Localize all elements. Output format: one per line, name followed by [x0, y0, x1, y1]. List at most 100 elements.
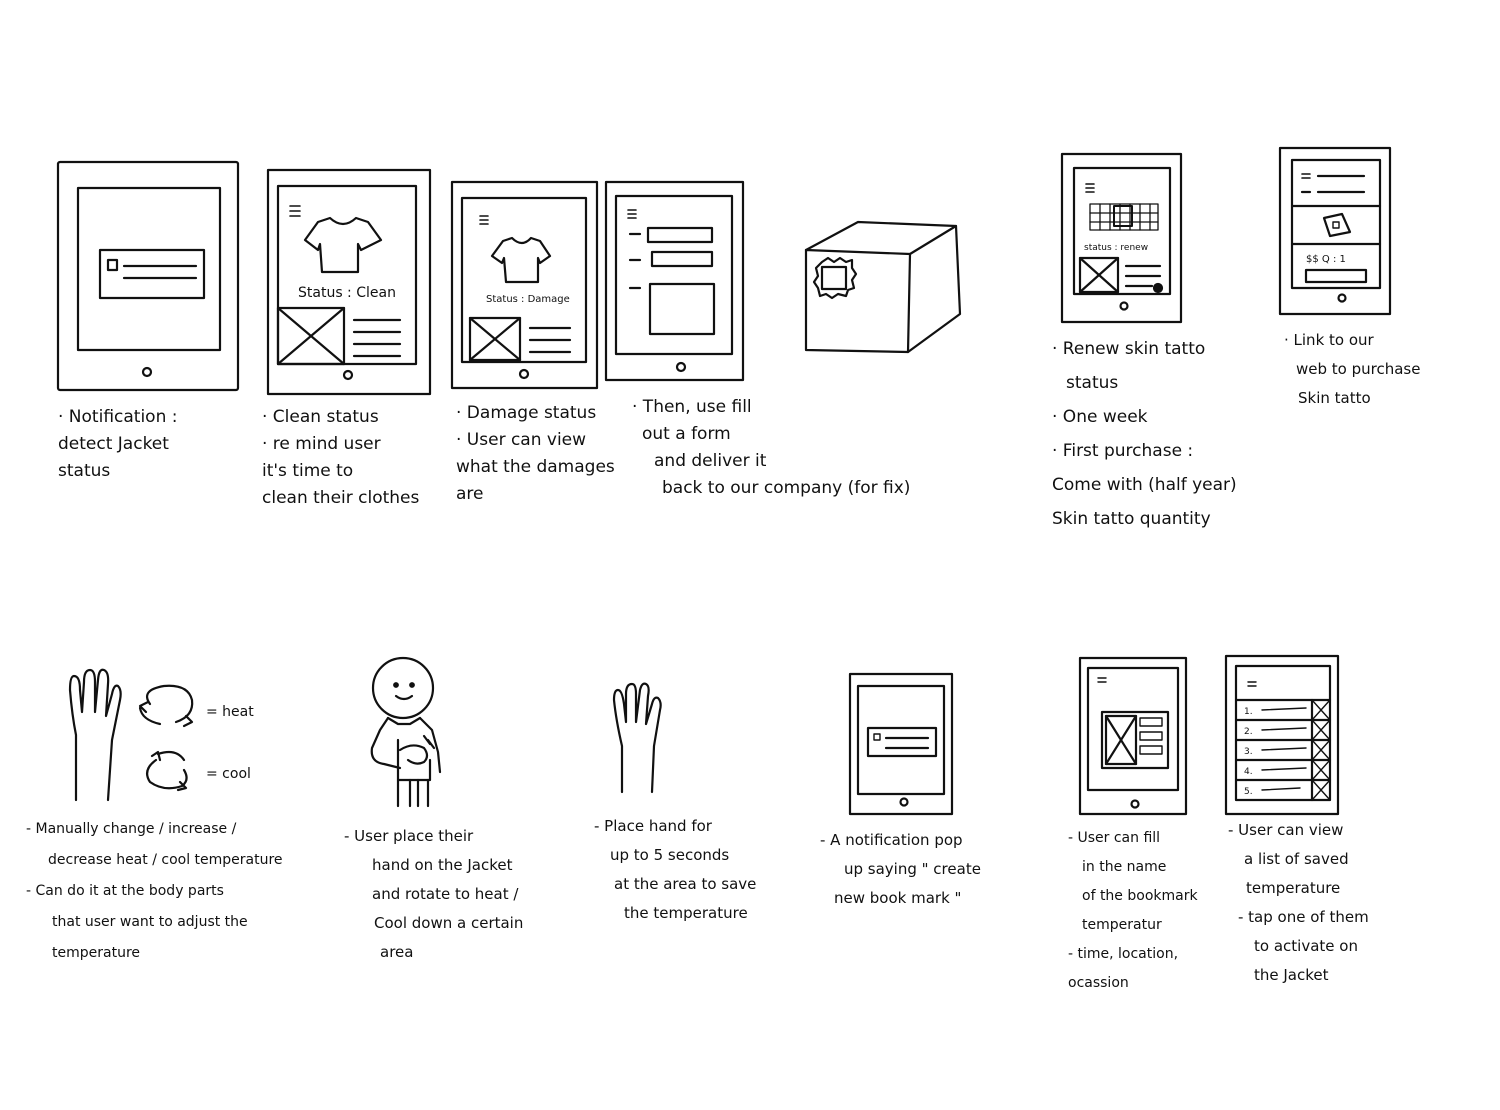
phone-frame — [848, 672, 954, 816]
phone-damage-status: Status : Damage — [450, 180, 599, 390]
tattoo-sticker-icon — [1322, 212, 1352, 238]
home-button-icon — [1130, 799, 1140, 809]
note-line: new book mark " — [834, 889, 962, 907]
notification-card — [866, 726, 938, 758]
note-line: the Jacket — [1254, 966, 1329, 984]
phone-clean-status: Status : Clean — [266, 168, 432, 396]
note-line: - tap one of them — [1238, 908, 1369, 926]
person-jacket-icon — [370, 716, 442, 774]
rotate-counterclockwise-icon — [145, 758, 188, 790]
phone-screen — [1086, 666, 1180, 792]
note-damage-status: · Damage status · User can view what the… — [456, 400, 615, 508]
phone-screen — [1234, 664, 1332, 802]
note-line: out a form — [642, 424, 731, 444]
note-line: · re mind user — [262, 434, 381, 454]
phone-screen — [856, 684, 946, 796]
note-line: Skin tatto — [1298, 389, 1371, 407]
phone-notification — [56, 160, 240, 392]
note-line: - User place their — [344, 827, 474, 845]
note-line: what the damages — [456, 457, 615, 477]
note-line: · Then, use fill — [632, 397, 752, 417]
note-line: of the bookmark — [1082, 888, 1198, 904]
image-placeholder — [468, 316, 522, 362]
menu-icon — [1301, 173, 1311, 179]
phone-screen — [1290, 158, 1382, 290]
phone-bookmark-form — [1078, 656, 1188, 816]
list-number: 1. — [1244, 707, 1253, 717]
note-line: · Clean status — [262, 407, 379, 427]
list-number: 5. — [1244, 787, 1253, 797]
phone-frame — [604, 180, 745, 382]
note-line: a list of saved — [1244, 850, 1349, 868]
status-clean-label: Status : Clean — [298, 285, 396, 301]
note-renew-tattoo: · Renew skin tatto status · One week · F… — [1052, 332, 1237, 536]
menu-icon — [1085, 183, 1095, 193]
phone-frame — [1278, 146, 1392, 316]
form-textarea — [648, 282, 716, 336]
note-line: Come with (half year) — [1052, 475, 1237, 495]
cool-label: = cool — [206, 766, 251, 782]
note-line: it's time to — [262, 461, 354, 481]
phone-frame — [266, 168, 432, 396]
note-line: status — [58, 461, 111, 481]
note-line: · Damage status — [456, 403, 597, 423]
list-number: 2. — [1244, 727, 1253, 737]
delivery-box — [804, 220, 962, 354]
menu-icon — [627, 209, 637, 219]
bookmark-card — [1100, 710, 1170, 770]
list-number: 4. — [1244, 767, 1253, 777]
note-purchase-tattoo: · Link to our web to purchase Skin tatto — [1284, 326, 1420, 413]
phone-screen — [1072, 166, 1172, 296]
phone-repair-form — [604, 180, 745, 382]
phone-renew-tattoo: status : renew — [1060, 152, 1183, 324]
note-line: decrease heat / cool temperature — [48, 852, 283, 868]
home-button-icon — [342, 369, 354, 381]
phone-frame — [1078, 656, 1188, 816]
note-bookmark-form: - User can fill in the name of the bookm… — [1068, 824, 1198, 998]
phone-frame — [56, 160, 240, 392]
note-line: - Place hand for — [594, 817, 712, 835]
notification-icon — [873, 733, 881, 741]
price-quantity-label: $$ Q : 1 — [1306, 254, 1346, 265]
purchase-button — [1304, 268, 1368, 284]
note-line: - User can fill — [1068, 830, 1161, 846]
note-line: detect Jacket — [58, 434, 169, 454]
phone-saved-list: 1. 2. 3. 4. 5. — [1224, 654, 1340, 816]
home-button-icon — [1337, 293, 1347, 303]
form-field — [646, 226, 714, 244]
phone-screen — [276, 184, 418, 366]
note-line: back to our company (for fix) — [662, 478, 911, 498]
note-line: - User can view — [1228, 821, 1344, 839]
note-saved-list: - User can view a list of saved temperat… — [1228, 816, 1369, 990]
note-line: the temperature — [624, 904, 748, 922]
image-placeholder — [1078, 256, 1120, 294]
note-line: are — [456, 484, 484, 504]
stamp-icon — [812, 256, 858, 300]
note-line: ocassion — [1068, 975, 1129, 991]
note-line: in the name — [1082, 859, 1167, 875]
phone-bookmark-notification — [848, 672, 954, 816]
menu-icon — [289, 205, 301, 217]
menu-icon — [1247, 681, 1257, 687]
phone-purchase-tattoo: $$ Q : 1 — [1278, 146, 1392, 316]
phone-frame — [1224, 654, 1340, 816]
image-placeholder — [276, 306, 346, 366]
note-line: web to purchase — [1296, 360, 1421, 378]
rotating-hand-icon — [398, 744, 429, 765]
notification-icon — [106, 258, 119, 272]
note-line: at the area to save — [614, 875, 757, 893]
note-line: status — [1066, 373, 1119, 393]
note-line: - time, location, — [1068, 946, 1179, 962]
note-line: area — [380, 943, 414, 961]
note-line: - Can do it at the body parts — [26, 883, 224, 899]
home-button-icon — [141, 366, 153, 378]
menu-icon — [479, 215, 489, 225]
renew-button-icon — [1152, 282, 1164, 294]
notification-card — [98, 248, 206, 300]
note-line: - A notification pop — [820, 831, 963, 849]
note-line: · Link to our — [1284, 331, 1374, 349]
home-button-icon — [899, 797, 909, 807]
note-line: temperature — [52, 945, 140, 961]
note-user-rotate: - User place their hand on the Jacket an… — [344, 822, 523, 967]
